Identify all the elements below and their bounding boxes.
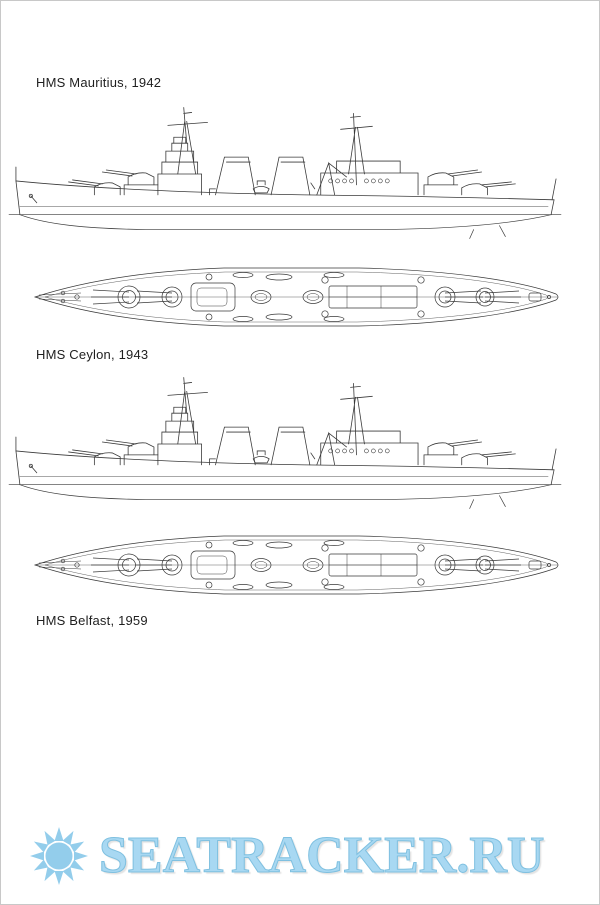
ship-label-mauritius: HMS Mauritius, 1942	[36, 75, 162, 90]
ship-label-ceylon: HMS Ceylon, 1943	[36, 347, 149, 362]
mauritius-deck-plan-drawing	[29, 253, 564, 341]
watermark-text: SEATRACKER.RU	[98, 827, 545, 885]
watermark: SEATRACKER.RU	[23, 823, 545, 889]
sun-icon	[30, 827, 88, 885]
ceylon-side-profile-drawing	[7, 367, 563, 517]
mauritius-side-profile-drawing	[7, 97, 563, 247]
ceylon-deck-plan-drawing	[29, 521, 564, 609]
ship-label-belfast: HMS Belfast, 1959	[36, 613, 148, 628]
